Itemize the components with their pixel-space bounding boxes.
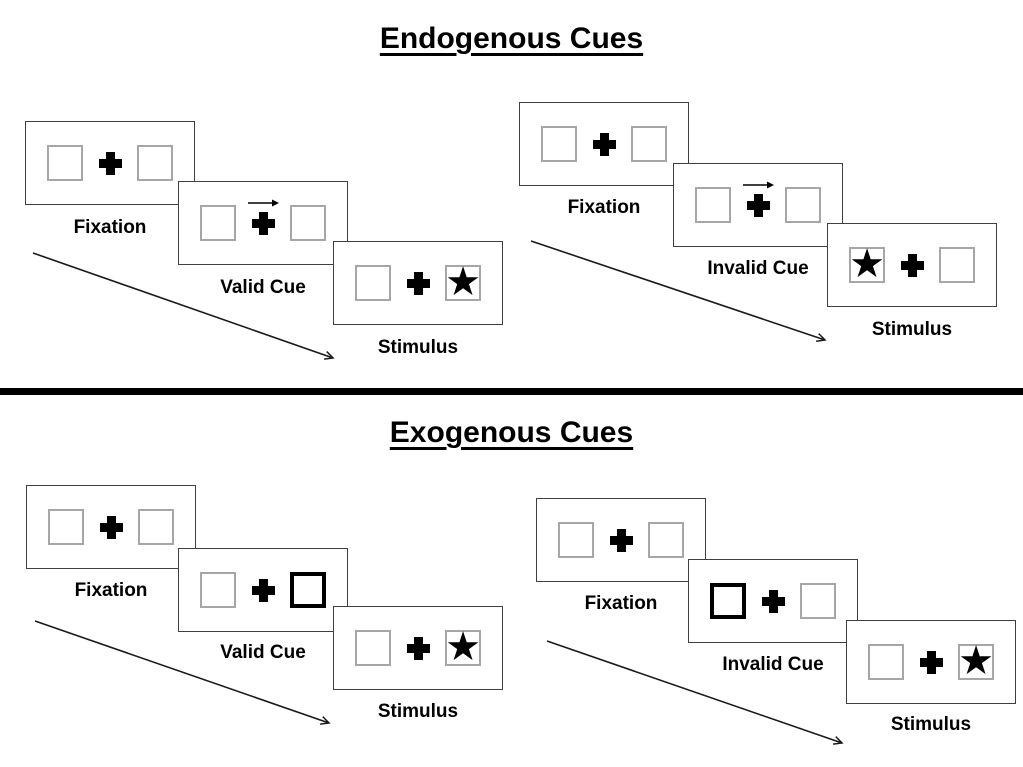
placeholder-box bbox=[939, 247, 975, 283]
valid-cue-card bbox=[178, 181, 348, 265]
star-icon: ★ bbox=[445, 258, 481, 305]
stimulus-card: ★ bbox=[827, 223, 997, 307]
invalid-cue-card bbox=[688, 559, 858, 643]
fixation-cross-icon bbox=[406, 271, 430, 295]
highlighted-cue-box bbox=[710, 583, 746, 619]
star-box: ★ bbox=[445, 258, 481, 305]
valid-cue-card bbox=[178, 548, 348, 632]
star-icon: ★ bbox=[445, 623, 481, 670]
stimulus-card: ★ bbox=[846, 620, 1016, 704]
placeholder-box bbox=[47, 145, 83, 181]
card-label-fixation: Fixation bbox=[73, 217, 147, 238]
star-box: ★ bbox=[849, 240, 885, 287]
placeholder-box bbox=[868, 644, 904, 680]
cue-arrow-icon bbox=[742, 181, 774, 188]
placeholder-box bbox=[541, 126, 577, 162]
card-label-stimulus: Stimulus bbox=[377, 337, 459, 358]
timeline-arrow bbox=[546, 640, 844, 745]
placeholder-box bbox=[558, 522, 594, 558]
fixation-cross-icon bbox=[761, 589, 785, 613]
placeholder-box bbox=[48, 509, 84, 545]
section-divider bbox=[0, 388, 1023, 395]
fixation-cross-icon bbox=[247, 199, 279, 235]
placeholder-box bbox=[137, 145, 173, 181]
fixation-cross-icon bbox=[742, 181, 774, 217]
fixation-card bbox=[25, 121, 195, 205]
placeholder-box bbox=[355, 630, 391, 666]
placeholder-box bbox=[200, 572, 236, 608]
card-label-stimulus: Stimulus bbox=[890, 714, 972, 735]
exogenous-section-title: Exogenous Cues bbox=[389, 416, 634, 449]
star-icon: ★ bbox=[958, 637, 994, 684]
fixation-cross-icon bbox=[98, 151, 122, 175]
placeholder-box bbox=[785, 187, 821, 223]
card-label-stimulus: Stimulus bbox=[377, 701, 459, 722]
card-label-valid-cue: Valid Cue bbox=[220, 277, 306, 298]
placeholder-box bbox=[648, 522, 684, 558]
fixation-card bbox=[26, 485, 196, 569]
endogenous-section-title: Endogenous Cues bbox=[379, 22, 644, 55]
highlighted-cue-box bbox=[290, 572, 326, 608]
stimulus-card: ★ bbox=[333, 606, 503, 690]
placeholder-box bbox=[138, 509, 174, 545]
fixation-cross-icon bbox=[406, 636, 430, 660]
card-label-fixation: Fixation bbox=[584, 593, 658, 614]
card-label-invalid-cue: Invalid Cue bbox=[722, 654, 824, 675]
fixation-cross-icon bbox=[251, 578, 275, 602]
star-box: ★ bbox=[445, 623, 481, 670]
invalid-cue-card bbox=[673, 163, 843, 247]
stimulus-card: ★ bbox=[333, 241, 503, 325]
card-label-invalid-cue: Invalid Cue bbox=[707, 258, 809, 279]
card-label-stimulus: Stimulus bbox=[871, 319, 953, 340]
timeline-arrow bbox=[530, 240, 827, 342]
fixation-card bbox=[519, 102, 689, 186]
fixation-cross-icon bbox=[609, 528, 633, 552]
placeholder-box bbox=[200, 205, 236, 241]
placeholder-box bbox=[631, 126, 667, 162]
timeline-arrow bbox=[34, 620, 331, 725]
star-icon: ★ bbox=[849, 240, 885, 287]
fixation-cross-icon bbox=[99, 515, 123, 539]
timeline-arrow bbox=[32, 252, 335, 360]
card-label-fixation: Fixation bbox=[74, 580, 148, 601]
star-box: ★ bbox=[958, 637, 994, 684]
card-label-valid-cue: Valid Cue bbox=[220, 642, 306, 663]
fixation-cross-icon bbox=[592, 132, 616, 156]
fixation-cross-icon bbox=[900, 253, 924, 277]
placeholder-box bbox=[695, 187, 731, 223]
placeholder-box bbox=[355, 265, 391, 301]
placeholder-box bbox=[800, 583, 836, 619]
fixation-card bbox=[536, 498, 706, 582]
placeholder-box bbox=[290, 205, 326, 241]
card-label-fixation: Fixation bbox=[567, 197, 641, 218]
cue-arrow-icon bbox=[247, 199, 279, 206]
fixation-cross-icon bbox=[919, 650, 943, 674]
